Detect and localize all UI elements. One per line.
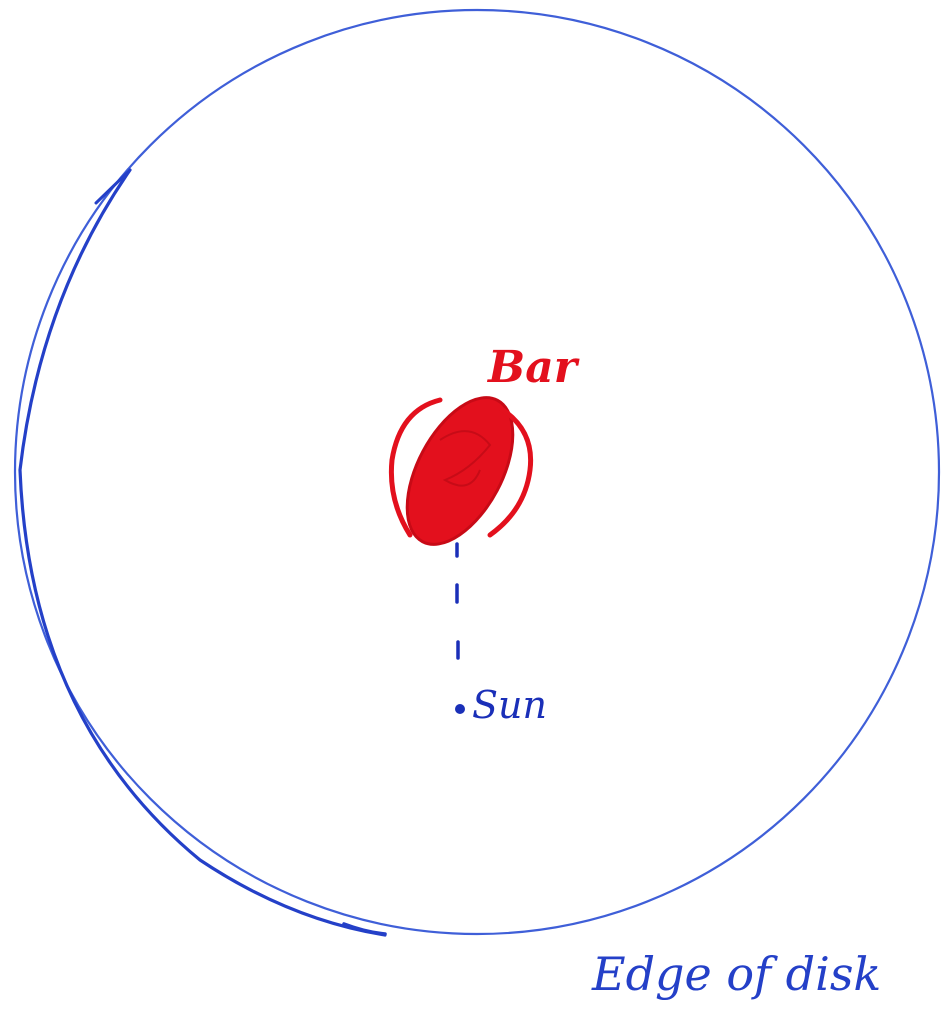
sun-dot: [455, 704, 465, 714]
disk-edge-heavy-stroke: [20, 170, 385, 935]
sun-label: Sun: [472, 683, 547, 727]
disk-edge-label: Edge of disk: [591, 947, 881, 1001]
bar-label: Bar: [486, 342, 580, 393]
